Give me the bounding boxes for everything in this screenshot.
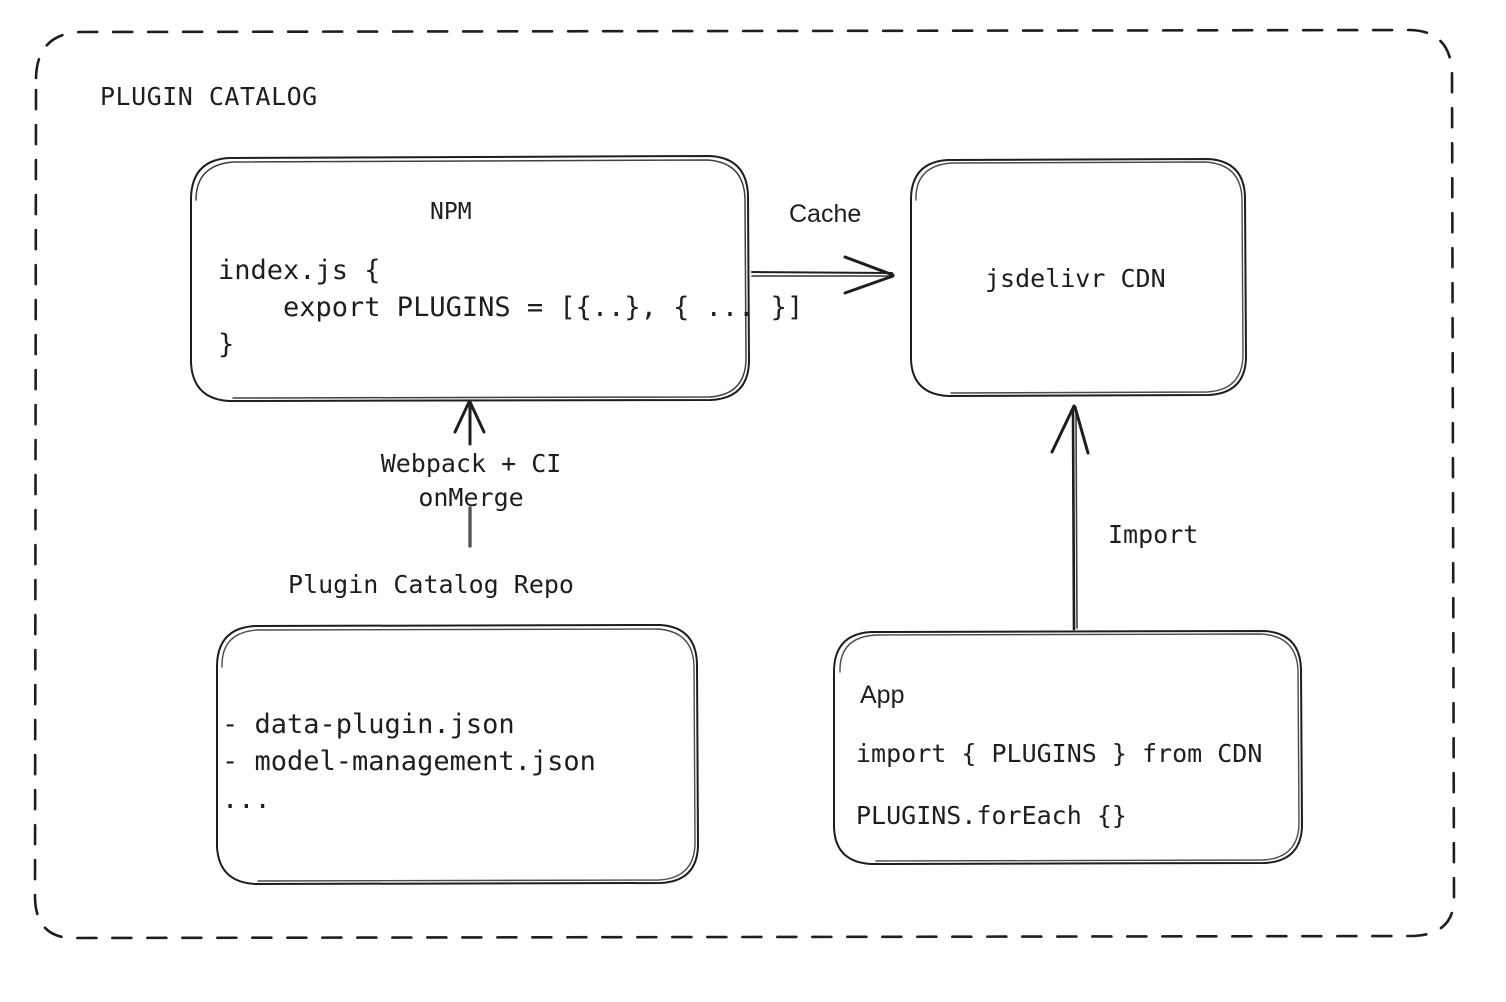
app-node-shape [833,630,1303,865]
cdn-node-shape [910,158,1247,397]
group-title: PLUGIN CATALOG [100,82,318,111]
npm-node-code: index.js { export PLUGINS = [{..}, { ...… [218,255,804,360]
plugin-catalog-group-border [33,28,1456,940]
arrow-repo-to-npm [453,400,486,548]
edge-label-import: Import [1108,520,1199,549]
arrow-npm-to-cdn [751,255,895,295]
app-node-title: App [860,681,905,709]
npm-node-title: NPM [430,199,472,225]
edge-label-webpack-ci: Webpack + CI onMerge [380,449,562,512]
app-node-code-line-1: import { PLUGINS } from CDN [856,739,1263,768]
app-node-code-line-2: PLUGINS.forEach {} [856,801,1127,830]
arrow-app-to-cdn [1050,404,1090,631]
repo-node-shape [216,624,699,885]
edge-label-cache: Cache [789,200,862,228]
repo-node-caption: Plugin Catalog Repo [288,570,574,599]
repo-node-file-list: - data-plugin.json - model-management.js… [222,709,596,815]
npm-node-shape [190,155,750,402]
cdn-node-title: jsdelivr CDN [985,264,1166,293]
